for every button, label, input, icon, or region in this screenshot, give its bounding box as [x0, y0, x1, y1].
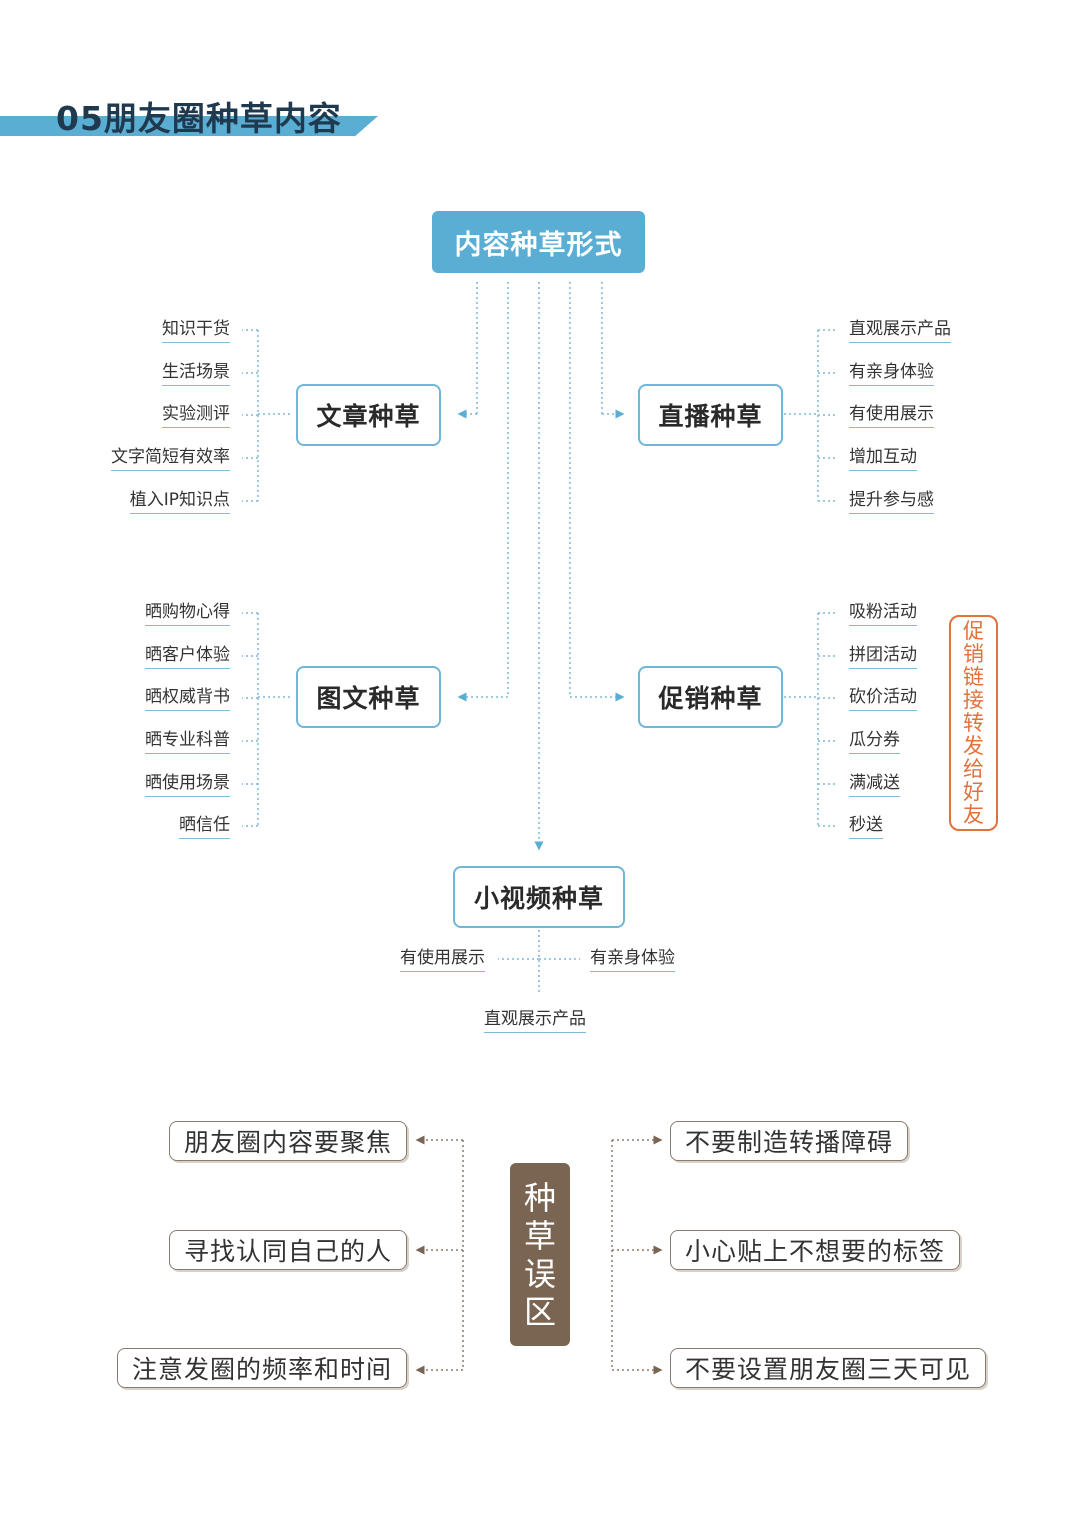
promo-item: 砍价活动 [849, 687, 917, 711]
pitfall-center: 种草误区 [510, 1163, 570, 1346]
page-title: 05朋友圈种草内容 [56, 99, 342, 138]
image-text-item: 晒信任 [179, 815, 230, 839]
promo-item: 拼团活动 [849, 645, 917, 669]
article-node: 文章种草 [296, 384, 441, 446]
vertical-char: 误 [523, 1254, 556, 1293]
live-item: 有亲身体验 [849, 362, 934, 386]
pitfall-right-item: 不要制造转播障碍 [670, 1121, 909, 1161]
image-text-item: 晒权威背书 [145, 687, 230, 711]
pitfall-right-item: 小心贴上不想要的标签 [670, 1230, 961, 1270]
video-item-bottom: 直观展示产品 [484, 1009, 586, 1033]
vertical-char: 链 [963, 664, 984, 689]
image-text-item: 晒购物心得 [145, 602, 230, 626]
article-item: 文字简短有效率 [111, 447, 230, 471]
image-text-node: 图文种草 [296, 666, 441, 728]
article-item: 实验测评 [162, 404, 230, 428]
vertical-char: 促 [963, 618, 984, 643]
live-item: 直观展示产品 [849, 319, 951, 343]
vertical-char: 好 [963, 779, 984, 804]
video-node: 小视频种草 [453, 866, 625, 928]
image-text-item: 晒使用场景 [145, 773, 230, 797]
article-item: 植入IP知识点 [129, 490, 230, 514]
pitfall-center-text: 种草误区 [524, 1179, 556, 1331]
vertical-char: 发 [963, 733, 984, 758]
vertical-char: 销 [963, 641, 984, 666]
pitfall-right-item: 不要设置朋友圈三天可见 [670, 1348, 987, 1388]
promo-item: 满减送 [849, 773, 900, 797]
vertical-char: 转 [963, 710, 984, 735]
article-item: 生活场景 [162, 362, 230, 386]
promo-item: 瓜分券 [849, 730, 900, 754]
promo-note: 促销链接转发给好友 [949, 615, 998, 831]
image-text-item: 晒客户体验 [145, 645, 230, 669]
pitfall-left-item: 寻找认同自己的人 [168, 1230, 407, 1270]
vertical-char: 接 [963, 687, 984, 712]
live-item: 增加互动 [849, 447, 917, 471]
vertical-char: 区 [523, 1292, 556, 1331]
header-band [0, 116, 378, 136]
video-item-right: 有亲身体验 [590, 948, 675, 972]
video-item-left: 有使用展示 [400, 948, 485, 972]
pitfall-left-item: 注意发圈的频率和时间 [116, 1348, 407, 1388]
promo-node: 促销种草 [638, 666, 783, 728]
live-node: 直播种草 [638, 384, 783, 446]
root-node: 内容种草形式 [432, 211, 645, 273]
vertical-char: 友 [963, 802, 984, 827]
pitfall-left-item: 朋友圈内容要聚焦 [168, 1121, 407, 1161]
article-item: 知识干货 [162, 319, 230, 343]
vertical-char: 草 [523, 1216, 556, 1255]
vertical-char: 给 [963, 756, 984, 781]
vertical-char: 种 [523, 1178, 556, 1217]
promo-note-text: 促销链接转发给好友 [963, 618, 984, 827]
promo-item: 秒送 [849, 815, 883, 839]
image-text-item: 晒专业科普 [145, 730, 230, 754]
live-item: 提升参与感 [849, 490, 934, 514]
live-item: 有使用展示 [849, 404, 934, 428]
promo-item: 吸粉活动 [849, 602, 917, 626]
